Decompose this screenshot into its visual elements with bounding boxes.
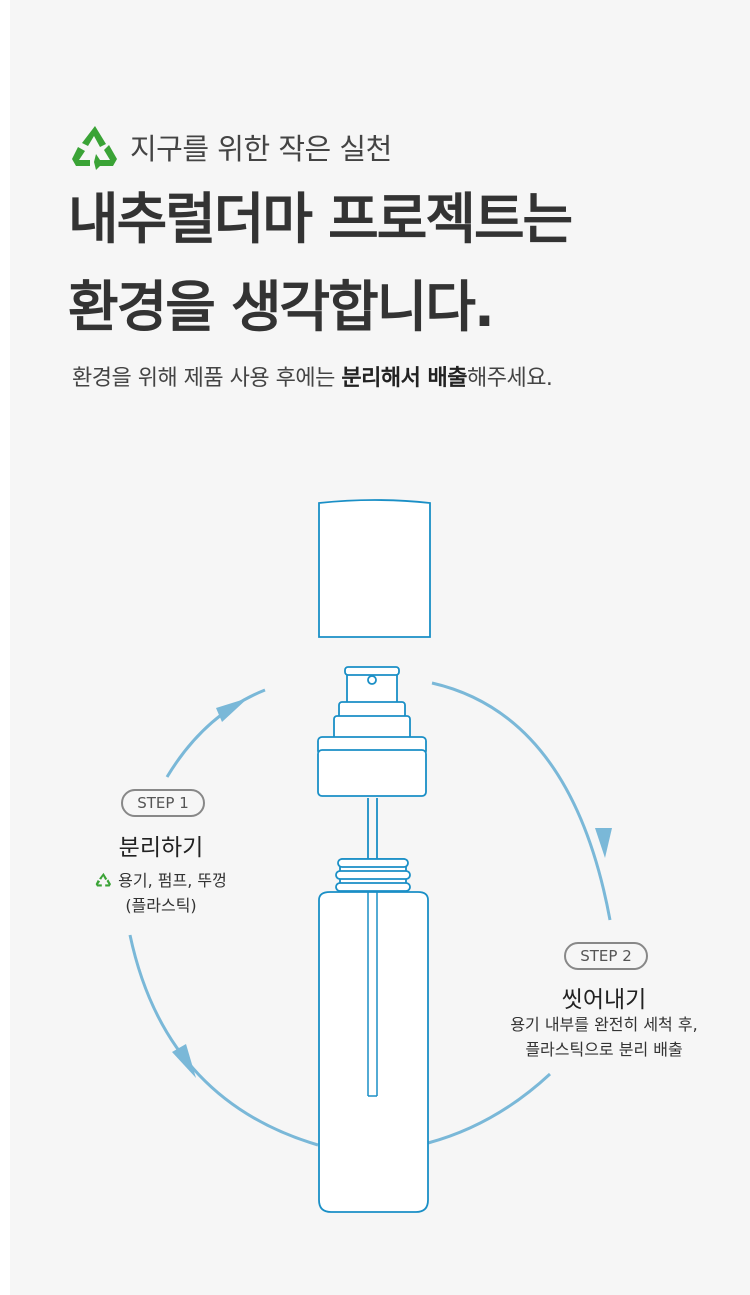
cycle-arrowheads <box>172 698 612 1078</box>
cycle-arc-bottom-right <box>427 1072 552 1145</box>
bottle-body <box>318 891 429 1213</box>
arrowhead-top-left <box>216 698 248 722</box>
thread-2 <box>335 870 411 880</box>
step-2-desc: 용기 내부를 완전히 세척 후, 플라스틱으로 분리 배출 <box>484 1012 724 1062</box>
subline-bold: 분리해서 배출 <box>341 366 467 391</box>
recycle-icon <box>95 872 112 887</box>
step-1-desc-line-2: (플라스틱) <box>125 896 197 915</box>
thread-3 <box>335 882 411 892</box>
arrowhead-right <box>595 828 612 858</box>
headline-line-1: 내추럴더마 프로젝트는 <box>68 187 573 251</box>
cycle-arc-top-left <box>165 688 266 778</box>
cycle-arc-top-right <box>431 681 612 921</box>
pump-ring-1 <box>344 666 400 676</box>
pump-collar <box>317 749 427 797</box>
step-1-desc-text-1: 용기, 펌프, 뚜껑 <box>118 871 227 890</box>
step-2-desc-line-1: 용기 내부를 완전히 세척 후, <box>510 1015 698 1034</box>
bottle-cap <box>318 499 431 638</box>
cycle-arrows <box>128 681 612 1147</box>
subline-before: 환경을 위해 제품 사용 후에는 <box>72 366 342 391</box>
bottle-drawing <box>317 499 431 1213</box>
step-2-title: 씻어내기 <box>561 987 647 1013</box>
step-2-badge: STEP 2 <box>564 942 648 970</box>
arrowhead-bottom-left <box>172 1044 196 1078</box>
pump-nozzle <box>367 675 377 685</box>
step-1-badge: STEP 1 <box>121 789 205 817</box>
step-1-desc-line-1: 용기, 펌프, 뚜껑 <box>61 868 261 893</box>
cycle-arc-bottom-left <box>128 934 319 1147</box>
subline-after: 해주세요. <box>466 366 553 391</box>
step-2-desc-line-2: 플라스틱으로 분리 배출 <box>525 1040 683 1059</box>
eyebrow-text: 지구를 위한 작은 실천 <box>130 132 392 166</box>
subline: 환경을 위해 제품 사용 후에는 분리해서 배출해주세요. <box>72 360 553 392</box>
headline-line-2: 환경을 생각합니다. <box>68 275 495 339</box>
thread-1 <box>337 858 409 868</box>
step-1-title: 분리하기 <box>118 835 204 861</box>
step-1-desc: 용기, 펌프, 뚜껑 (플라스틱) <box>61 868 261 918</box>
eyebrow: 지구를 위한 작은 실천 <box>70 122 392 172</box>
recycle-icon <box>72 126 117 170</box>
